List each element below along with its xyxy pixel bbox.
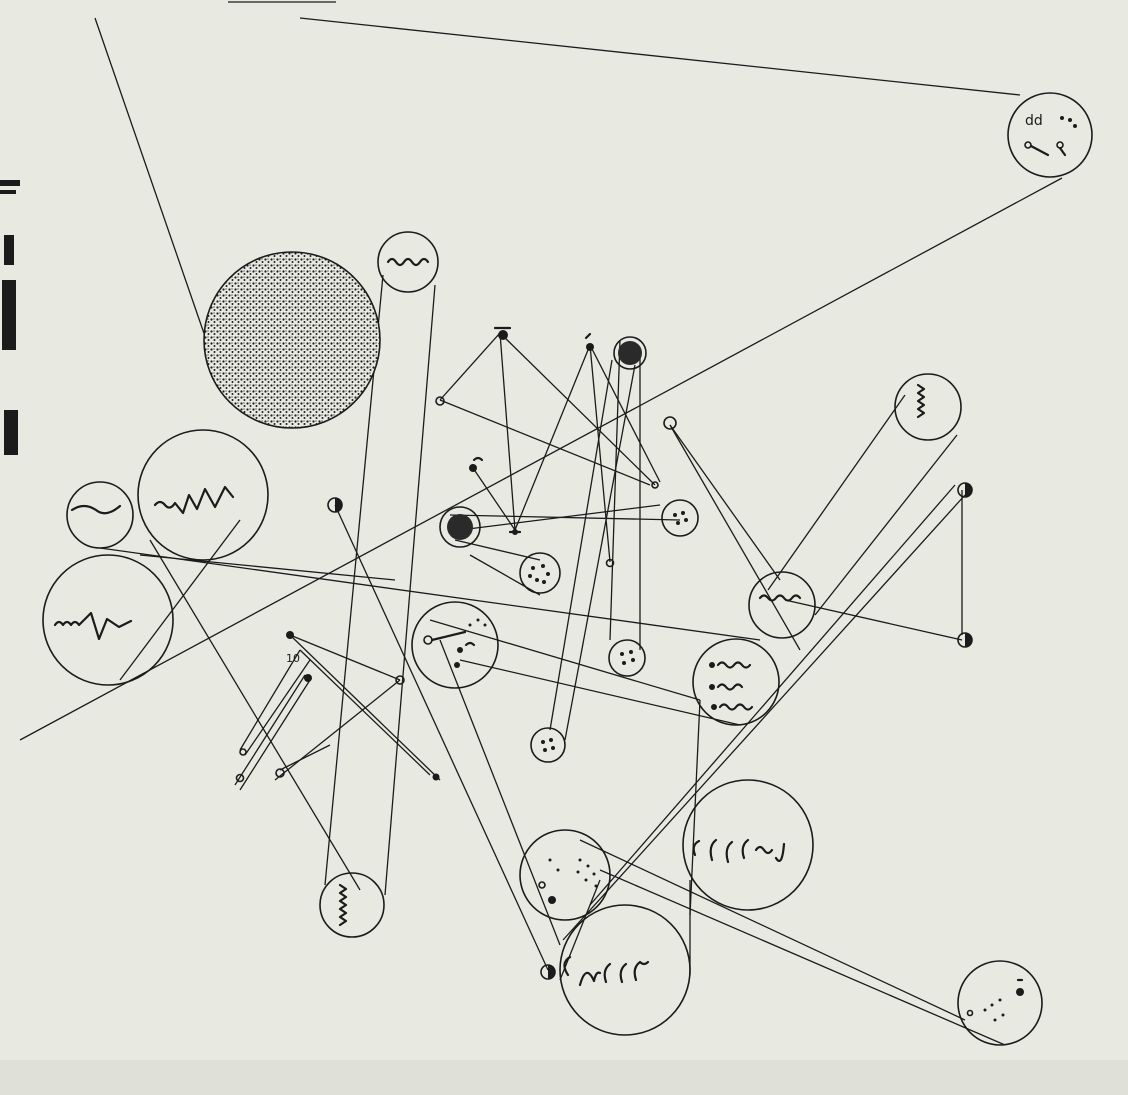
- textured-circle: [204, 252, 380, 428]
- circle-dark-top: [614, 337, 646, 369]
- paper-bottom-edge: [0, 1060, 1128, 1095]
- svg-text:dd: dd: [1025, 113, 1043, 129]
- node-label: 10: [286, 652, 300, 665]
